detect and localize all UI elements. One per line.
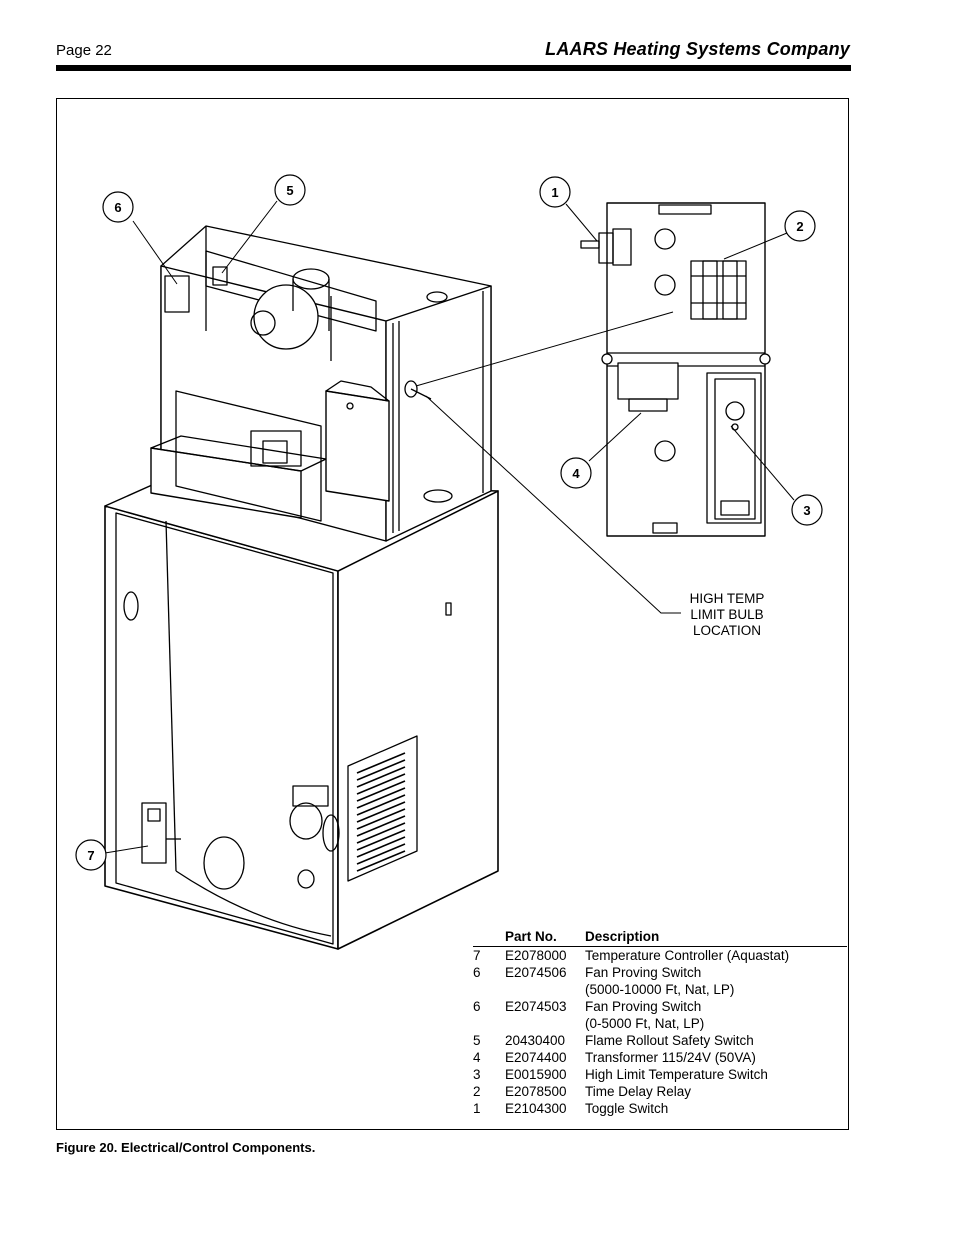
row-number-text: 1 (473, 1101, 481, 1116)
row-description: Temperature Controller (Aquastat) (585, 947, 847, 965)
row-number: 6 (473, 964, 505, 998)
row-part-no-text: E2074503 (505, 999, 567, 1014)
row-part-no-text: E2104300 (505, 1101, 567, 1116)
parts-table-header: Part No. Description (473, 927, 847, 947)
row-description-text: Fan Proving Switch (585, 965, 702, 980)
row-part-no-text: E2078000 (505, 948, 567, 963)
header-description: Description (585, 927, 847, 947)
callout-1: 1 (551, 185, 558, 200)
table-row: 5 20430400 Flame Rollout Safety Switch (473, 1032, 847, 1049)
row-description-text: Toggle Switch (585, 1101, 669, 1116)
header-number (473, 927, 505, 947)
row-number-text: 3 (473, 1067, 481, 1082)
row-part-no-text: E2078500 (505, 1084, 567, 1099)
row-part-no: E2078500 (505, 1083, 585, 1100)
row-description-line2: (0-5000 Ft, Nat, LP) (585, 1016, 705, 1031)
table-row: 6 E2074503 Fan Proving Switch (0-5000 Ft, N… (473, 998, 847, 1032)
row-number-text: 5 (473, 1033, 481, 1048)
row-number: 1 (473, 1100, 505, 1117)
row-description-text: Transformer 115/24V (50VA) (585, 1050, 756, 1065)
callout-4: 4 (572, 466, 580, 481)
figure-frame: 1 2 3 4 5 6 7 HIGH TEMP LIMIT BULB LOCAT… (56, 98, 849, 1130)
callout-6: 6 (114, 200, 121, 215)
row-description: Time Delay Relay (585, 1083, 847, 1100)
row-description-text: High Limit Temperature Switch (585, 1067, 768, 1082)
row-number-text: 7 (473, 948, 481, 963)
row-number: 3 (473, 1066, 505, 1083)
row-description-text: Fan Proving Switch (585, 999, 702, 1014)
row-number: 4 (473, 1049, 505, 1066)
row-part-no: 20430400 (505, 1032, 585, 1049)
row-description-line2: (5000-10000 Ft, Nat, LP) (585, 982, 735, 997)
row-part-no-text: 20430400 (505, 1033, 566, 1048)
row-part-no: E2074506 (505, 964, 585, 998)
row-description-text: Flame Rollout Safety Switch (585, 1033, 754, 1048)
row-number: 6 (473, 998, 505, 1032)
callout-7: 7 (87, 848, 94, 863)
table-row: 1 E2104300 Toggle Switch (473, 1100, 847, 1117)
company-name: LAARS Heating Systems Company (545, 39, 850, 59)
callout-circles (75, 174, 823, 871)
row-number-text: 6 (473, 999, 481, 1014)
row-description: Fan Proving Switch (5000-10000 Ft, Nat, L… (585, 964, 847, 998)
callout-5: 5 (286, 183, 293, 198)
row-part-no: E2074503 (505, 998, 585, 1032)
row-part-no-text: E2074400 (505, 1050, 567, 1065)
page-number: Page 22 (56, 42, 112, 59)
row-number: 5 (473, 1032, 505, 1049)
high-temp-label-line1: HIGH TEMP (690, 591, 765, 606)
row-description: Transformer 115/24V (50VA) (585, 1049, 847, 1066)
row-number: 7 (473, 947, 505, 965)
row-number-text: 6 (473, 965, 481, 980)
table-row: 6 E2074506 Fan Proving Switch (5000-10000 F… (473, 964, 847, 998)
row-number-text: 4 (473, 1050, 481, 1065)
row-part-no: E2078000 (505, 947, 585, 965)
control-panel-drawing (580, 202, 771, 537)
row-number: 2 (473, 1083, 505, 1100)
table-row: 2 E2078500 Time Delay Relay (473, 1083, 847, 1100)
row-part-no-text: E2074506 (505, 965, 567, 980)
row-description: Toggle Switch (585, 1100, 847, 1117)
figure-caption: Figure 20. Electrical/Control Components… (56, 1140, 316, 1155)
row-description-text: Temperature Controller (Aquastat) (585, 948, 790, 963)
header-rule (56, 65, 851, 71)
parts-table-body: 7 E2078000 Temperature Controller (Aquasta… (473, 947, 847, 1118)
row-description: High Limit Temperature Switch (585, 1066, 847, 1083)
leader-lines (104, 200, 795, 854)
table-row: 4 E2074400 Transformer 115/24V (50VA) (473, 1049, 847, 1066)
row-part-no: E2074400 (505, 1049, 585, 1066)
row-number-text: 2 (473, 1084, 481, 1099)
parts-table: Part No. Description 7 E2078000 Temperatur… (473, 927, 847, 1117)
high-temp-label-line2: LIMIT BULB (690, 607, 763, 622)
row-part-no: E0015900 (505, 1066, 585, 1083)
row-description: Fan Proving Switch (0-5000 Ft, Nat, LP) (585, 998, 847, 1032)
header-part-no: Part No. (505, 927, 585, 947)
row-part-no: E2104300 (505, 1100, 585, 1117)
heater-diagram: 1 2 3 4 5 6 7 HIGH TEMP LIMIT BULB LOCAT… (75, 174, 823, 950)
callout-3: 3 (803, 503, 810, 518)
heater-cabinet-drawing (104, 225, 499, 950)
table-row: 3 E0015900 High Limit Temperature Switch (473, 1066, 847, 1083)
table-row: 7 E2078000 Temperature Controller (Aquasta… (473, 947, 847, 965)
row-description: Flame Rollout Safety Switch (585, 1032, 847, 1049)
callout-2: 2 (796, 219, 803, 234)
row-description-text: Time Delay Relay (585, 1084, 692, 1099)
high-temp-label-line3: LOCATION (693, 623, 761, 638)
row-part-no-text: E0015900 (505, 1067, 567, 1082)
